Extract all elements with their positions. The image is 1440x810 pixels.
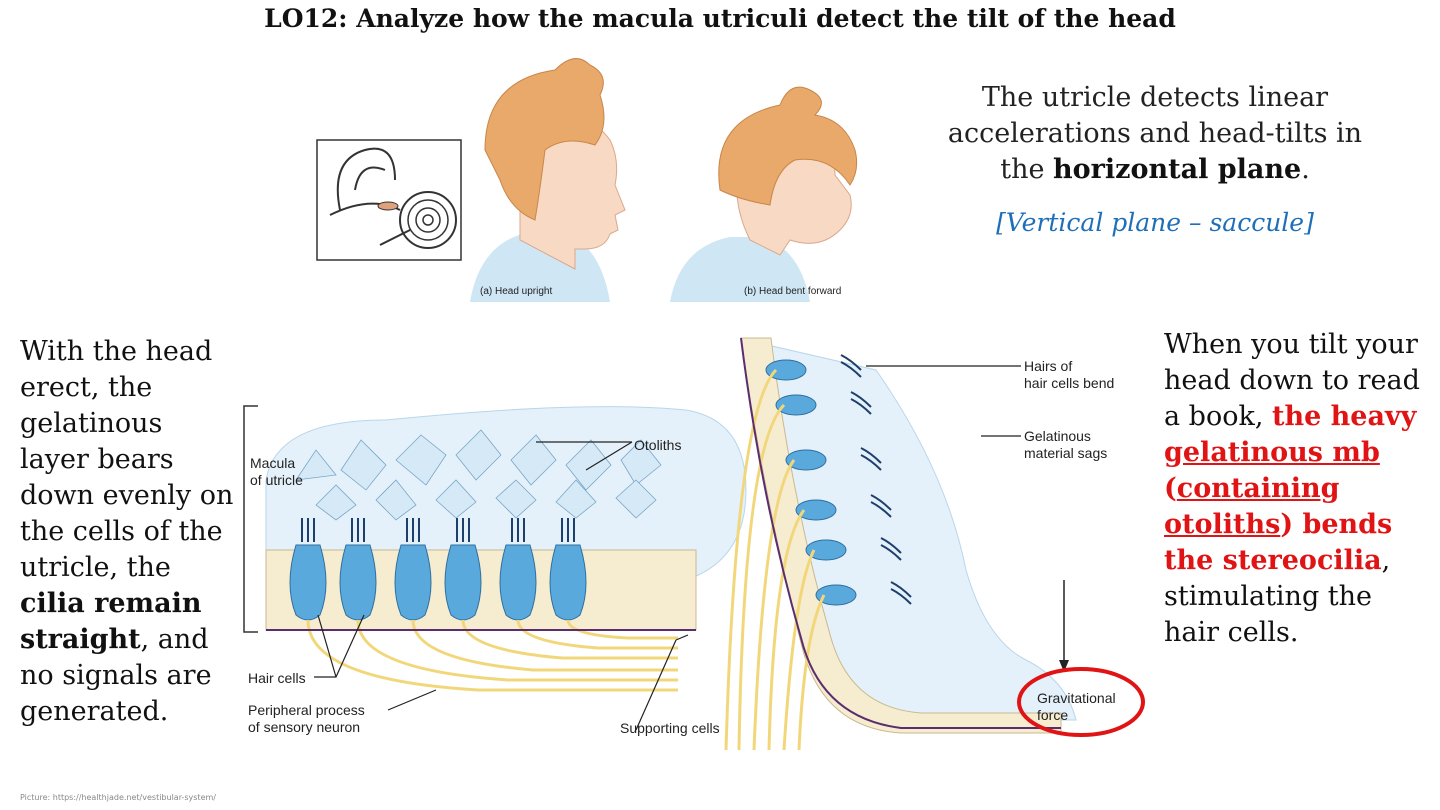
- right-text-part2: , stimulating the hair cells.: [1164, 545, 1391, 648]
- gelatinous-line1: Gelatinous: [1024, 428, 1091, 444]
- gravitational-line1: Gravitational: [1037, 690, 1116, 706]
- supporting-cells-label: Supporting cells: [620, 720, 720, 736]
- inner-ear-inset: [316, 139, 462, 261]
- hairs-bend-label: Hairs of hair cells bend: [1024, 358, 1114, 392]
- gelatinous-label: Gelatinous material sags: [1024, 428, 1107, 462]
- head-tilt-explanation: When you tilt your head down to read a b…: [1164, 327, 1434, 651]
- slide-title: LO12: Analyze how the macula utriculi de…: [264, 4, 1176, 33]
- gelatinous-line2: material sags: [1024, 445, 1108, 461]
- macula-upright: [265, 406, 747, 692]
- macula-label: Macula of utricle: [250, 455, 303, 489]
- macula-tilted: [724, 337, 1077, 750]
- hair-cells-label: Hair cells: [248, 670, 306, 686]
- utricle-description: The utricle detects linear accelerations…: [940, 80, 1370, 188]
- utricle-text-bold: horizontal plane: [1053, 154, 1302, 185]
- left-text-bold: cilia remain straight: [20, 588, 202, 655]
- right-text-part1: When you tilt your head down to read a b…: [1164, 329, 1420, 432]
- caption-head-bent: (b) Head bent forward: [744, 286, 842, 297]
- hairs-bend-line1: Hairs of: [1024, 358, 1073, 374]
- macula-label-line1: Macula: [250, 455, 296, 471]
- right-text-red1: the heavy: [1272, 401, 1417, 432]
- saccule-note: [Vertical plane – saccule]: [996, 208, 1314, 237]
- macula-diagram: [243, 337, 1145, 750]
- right-text-red2: (: [1164, 473, 1177, 504]
- utricle-text-end: .: [1301, 154, 1310, 185]
- head-erect-explanation: With the head erect, the gelatinous laye…: [20, 334, 235, 730]
- right-text-red-underlined2: containing otoliths: [1164, 473, 1340, 540]
- right-text-red3: ) bends the stereocilia: [1164, 509, 1393, 576]
- gravity-arrow-head: [1059, 660, 1069, 672]
- utricle-text-start: The utricle detects linear accelerations…: [947, 82, 1363, 185]
- head-bent-illustration: [670, 86, 858, 302]
- macula-label-line2: of utricle: [250, 472, 303, 488]
- caption-head-upright: (a) Head upright: [480, 286, 553, 297]
- gravitational-force-highlight: [1017, 667, 1145, 737]
- macula-bracket: [243, 405, 258, 633]
- gravitational-line2: force: [1037, 707, 1069, 723]
- head-upright-illustration: [470, 58, 626, 302]
- left-text-part1: With the head erect, the gelatinous laye…: [20, 336, 234, 583]
- peripheral-process-label: Peripheral process of sensory neuron: [248, 702, 365, 736]
- peripheral-label-line2: of sensory neuron: [248, 719, 361, 735]
- right-text-red-underlined1: gelatinous mb: [1164, 437, 1380, 468]
- gravitational-force-label: Gravitational force: [1037, 690, 1116, 724]
- peripheral-label-line1: Peripheral process: [248, 702, 365, 718]
- left-text-part2: , and no signals are generated.: [20, 624, 212, 727]
- hairs-bend-line2: hair cells bend: [1024, 375, 1115, 391]
- picture-credit: Picture: https://healthjade.net/vestibul…: [20, 793, 216, 802]
- otoliths-label: Otoliths: [634, 437, 682, 453]
- head-posture-illustration: [316, 58, 858, 302]
